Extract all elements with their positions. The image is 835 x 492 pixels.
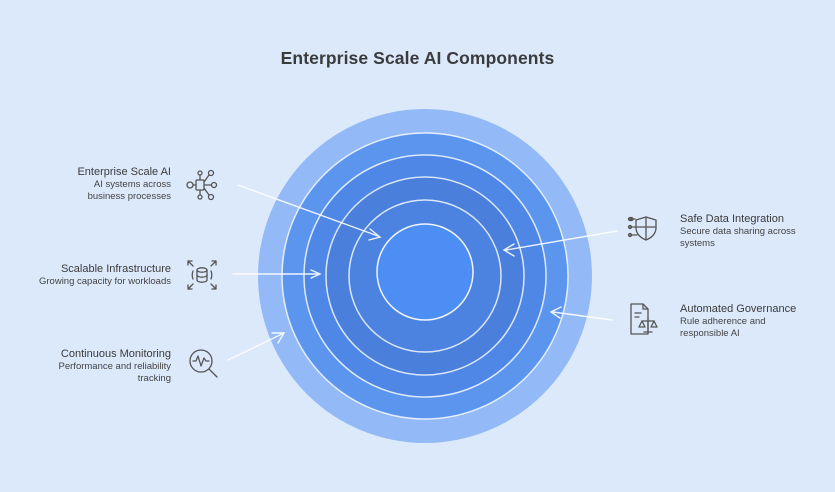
component-continuous-monitoring: Continuous Monitoring Performance and re… [10,347,171,384]
network-hub-icon [184,167,220,203]
core-circle [376,223,474,321]
component-description: Secure data sharing across systems [680,226,796,249]
component-description: Growing capacity for workloads [39,276,171,287]
connector-arrowhead [549,306,562,319]
monitor-search-icon [185,345,221,381]
document-scales-icon [626,301,662,337]
component-heading: Enterprise Scale AI [77,166,171,178]
component-heading: Safe Data Integration [680,213,784,225]
connector-arrowhead [368,228,382,241]
connector-enterprise-scale-ai [237,184,379,237]
component-description: Rule adherence and responsible AI [680,316,766,339]
component-automated-governance: Automated Governance Rule adherence and … [680,302,810,339]
component-description: AI systems across business processes [87,179,171,202]
component-scalable-infrastructure: Scalable Infrastructure Growing capacity… [10,262,171,288]
connector-safe-data-integration [505,230,618,251]
component-heading: Scalable Infrastructure [60,263,171,275]
component-heading: Continuous Monitoring [60,348,171,360]
connector-arrowhead [310,269,322,279]
component-enterprise-scale-ai: Enterprise Scale AI AI systems across bu… [10,165,171,202]
component-description: Performance and reliability tracking [58,361,171,384]
database-expand-icon [184,257,220,293]
connector-automated-governance [552,311,613,321]
shield-circuit-icon [627,210,663,246]
page-title: Enterprise Scale AI Components [280,48,555,68]
connector-continuous-monitoring [227,333,283,361]
connector-arrowhead [271,332,286,344]
component-heading: Automated Governance [680,303,797,315]
connector-arrowhead [502,243,515,257]
component-safe-data-integration: Safe Data Integration Secure data sharin… [680,212,810,249]
